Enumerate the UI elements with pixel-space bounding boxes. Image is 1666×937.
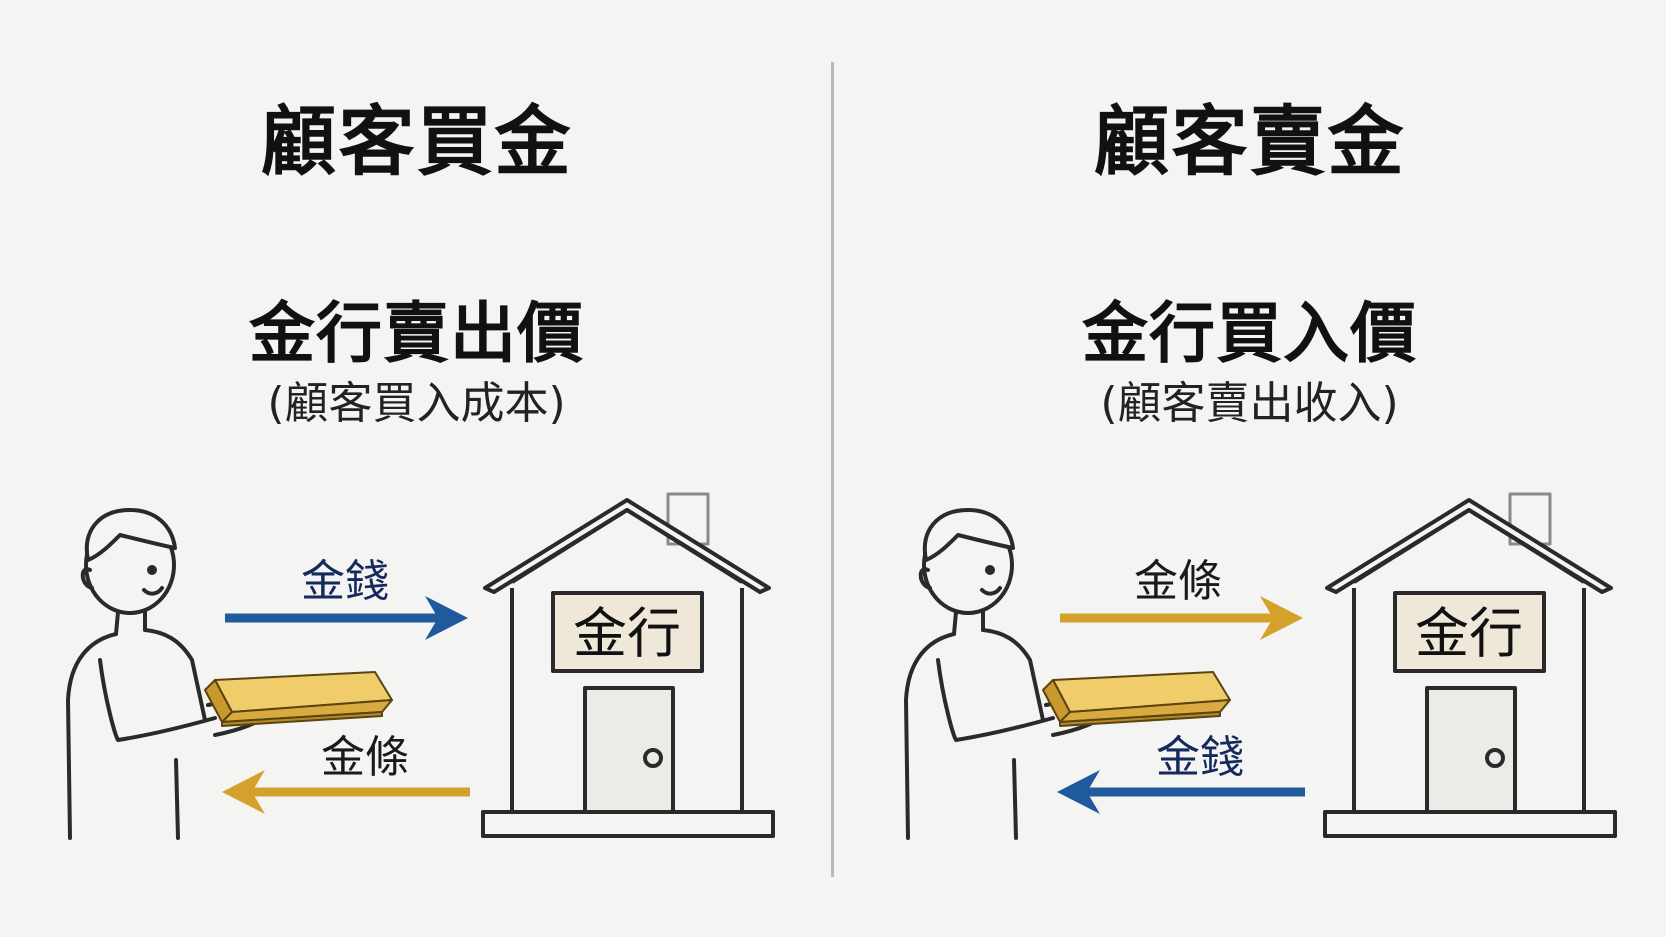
transaction-scene: 金錢 金條 (66, 492, 775, 840)
transaction-scene: 金條 金錢 金行 (904, 492, 1617, 840)
top-arrow-label: 金錢 (301, 556, 389, 607)
gold-shop-icon (1323, 492, 1617, 838)
gold-bar-icon (204, 671, 393, 727)
gold-bar-icon (1042, 671, 1231, 727)
arrow-to-customer (1057, 770, 1305, 814)
price-label: 金行買入價 (1082, 295, 1417, 372)
bottom-arrow-label: 金錢 (1156, 732, 1244, 783)
panel-heading: 顧客賣金 (1093, 97, 1406, 186)
customer-icon (66, 508, 272, 840)
price-sub-label: (顧客賣出收入) (1100, 378, 1399, 429)
arrow-to-shop (225, 596, 468, 640)
shop-sign-label: 金行 (573, 602, 681, 665)
bottom-arrow-label: 金條 (321, 732, 409, 783)
panel-customer-sell-gold: 顧客賣金 金行買入價 (顧客賣出收入) (833, 0, 1666, 937)
gold-shop-icon (481, 492, 775, 838)
arrow-to-customer (222, 770, 470, 814)
top-arrow-label: 金條 (1134, 556, 1222, 607)
panel-divider (831, 62, 834, 877)
arrow-to-shop (1060, 596, 1303, 640)
price-label: 金行賣出價 (249, 295, 584, 372)
panel-heading: 顧客買金 (260, 97, 573, 186)
shop-sign-label: 金行 (1415, 602, 1523, 665)
price-sub-label: (顧客買入成本) (267, 378, 566, 429)
panel-customer-buy-gold: 顧客買金 金行賣出價 (顧客買入成本) (66, 97, 775, 840)
